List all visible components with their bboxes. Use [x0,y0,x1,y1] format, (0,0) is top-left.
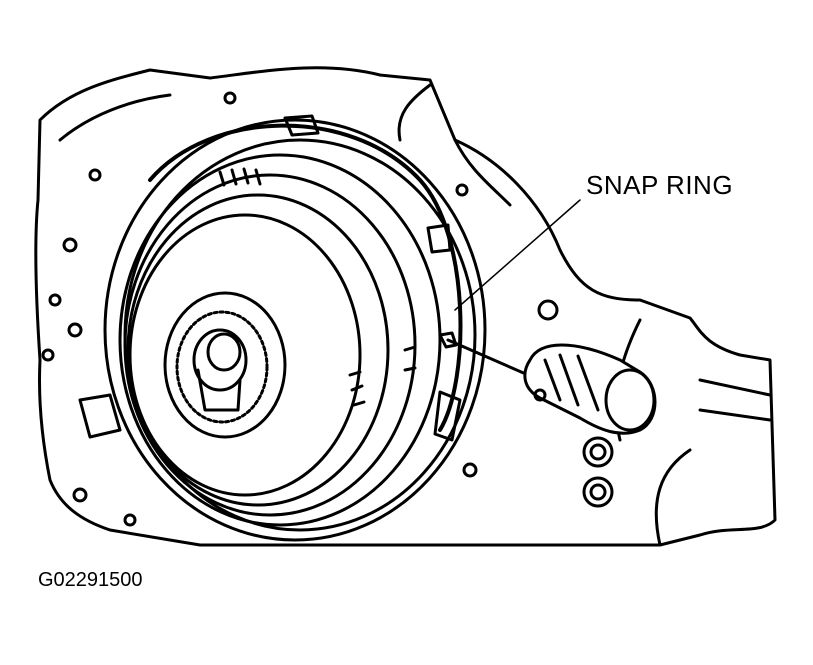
case-inner-edge [58,83,512,207]
input-shaft-bore [192,328,248,392]
screwdriver-shaft [446,338,537,380]
screwdriver-tip [438,331,458,349]
drum-tab-left [78,393,122,439]
input-shaft-end [206,332,242,372]
clutch-plate-2 [123,173,417,517]
drum-tab-top [283,114,320,137]
screwdriver-grip [543,353,600,412]
figure-id-label: G02291500 [38,569,143,591]
clutch-hub [163,291,287,439]
clutch-drum-outer [103,118,487,542]
hub-spline-ring [175,310,269,424]
input-shaft [196,368,242,412]
snap-ring-callout-label: SNAP RING [586,170,734,200]
screwdriver-handle-end [604,368,656,432]
case-outline [34,66,777,547]
callout-leader [454,199,581,311]
drum-tab-bottom [433,390,462,442]
plate-teeth [218,167,417,407]
clutch-plate-3 [126,193,390,507]
case-rib [614,318,772,547]
clutch-plate-1 [118,153,442,527]
clutch-plate-4 [128,213,362,497]
case-bolt-holes [41,91,614,527]
snap-ring [148,123,463,432]
drum-tab-right [426,223,452,254]
